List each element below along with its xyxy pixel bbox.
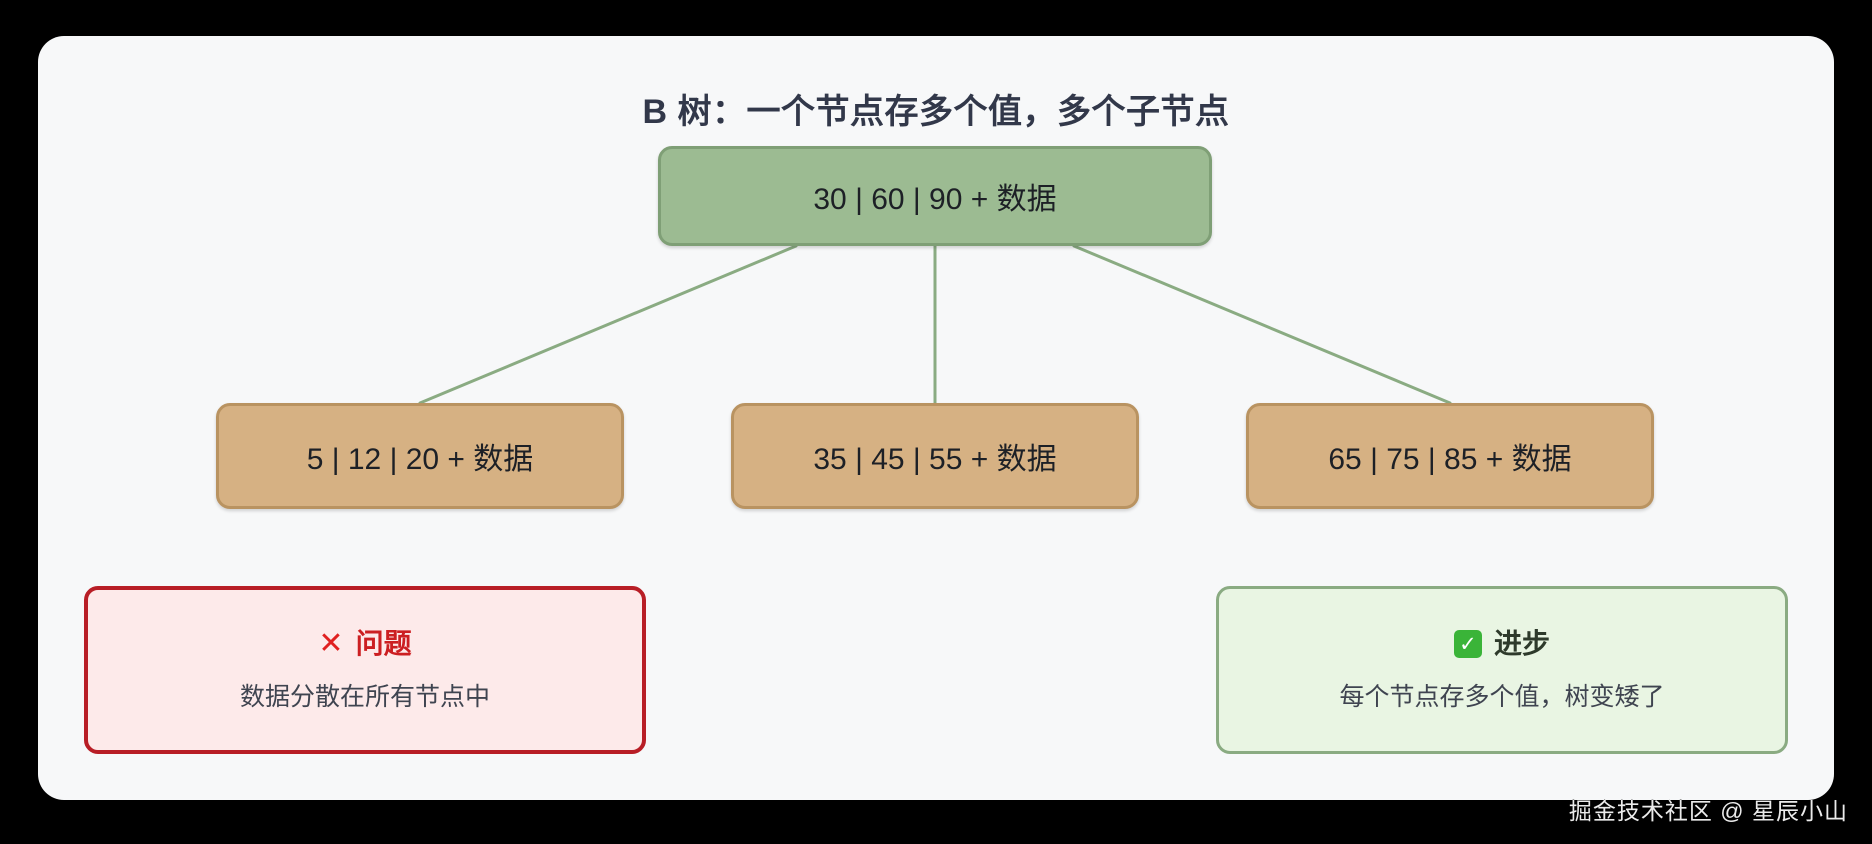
tree-node-child-2-label: 35 | 45 | 55 + 数据	[813, 443, 1057, 476]
callout-progress-heading: ✓ 进步	[1453, 627, 1550, 661]
edge-root-to-child-3	[1072, 244, 1452, 405]
tree-node-child-3-label: 65 | 75 | 85 + 数据	[1328, 443, 1572, 476]
watermark: 掘金技术社区 @ 星辰小山	[1568, 798, 1848, 824]
tree-node-root[interactable]: 30 | 60 | 90 + 数据	[658, 146, 1212, 246]
diagram-canvas-card: B 树：一个节点存多个值，多个子节点 30 | 60 | 90 + 数据 5 |…	[38, 36, 1834, 800]
callout-progress[interactable]: ✓ 进步 每个节点存多个值，树变矮了	[1216, 586, 1788, 754]
callout-progress-heading-text: 进步	[1493, 628, 1550, 660]
tree-node-child-1[interactable]: 5 | 12 | 20 + 数据	[216, 403, 624, 509]
tree-node-root-label: 30 | 60 | 90 + 数据	[813, 183, 1057, 216]
check-mark-icon: ✓	[1453, 630, 1482, 658]
diagram-title: B 树：一个节点存多个值，多个子节点	[642, 93, 1230, 131]
callout-problem-heading-text: 问题	[355, 628, 412, 660]
tree-node-child-2[interactable]: 35 | 45 | 55 + 数据	[731, 403, 1139, 509]
callout-problem[interactable]: ✕ 问题 数据分散在所有节点中	[84, 586, 646, 754]
edge-root-to-child-1	[418, 244, 798, 405]
cross-mark-icon: ✕	[318, 627, 344, 660]
callout-problem-heading: ✕ 问题	[318, 627, 411, 661]
tree-node-child-3[interactable]: 65 | 75 | 85 + 数据	[1246, 403, 1654, 509]
callout-progress-body: 每个节点存多个值，树变矮了	[1339, 682, 1665, 711]
tree-node-child-1-label: 5 | 12 | 20 + 数据	[306, 443, 534, 476]
callout-problem-body: 数据分散在所有节点中	[239, 682, 490, 711]
